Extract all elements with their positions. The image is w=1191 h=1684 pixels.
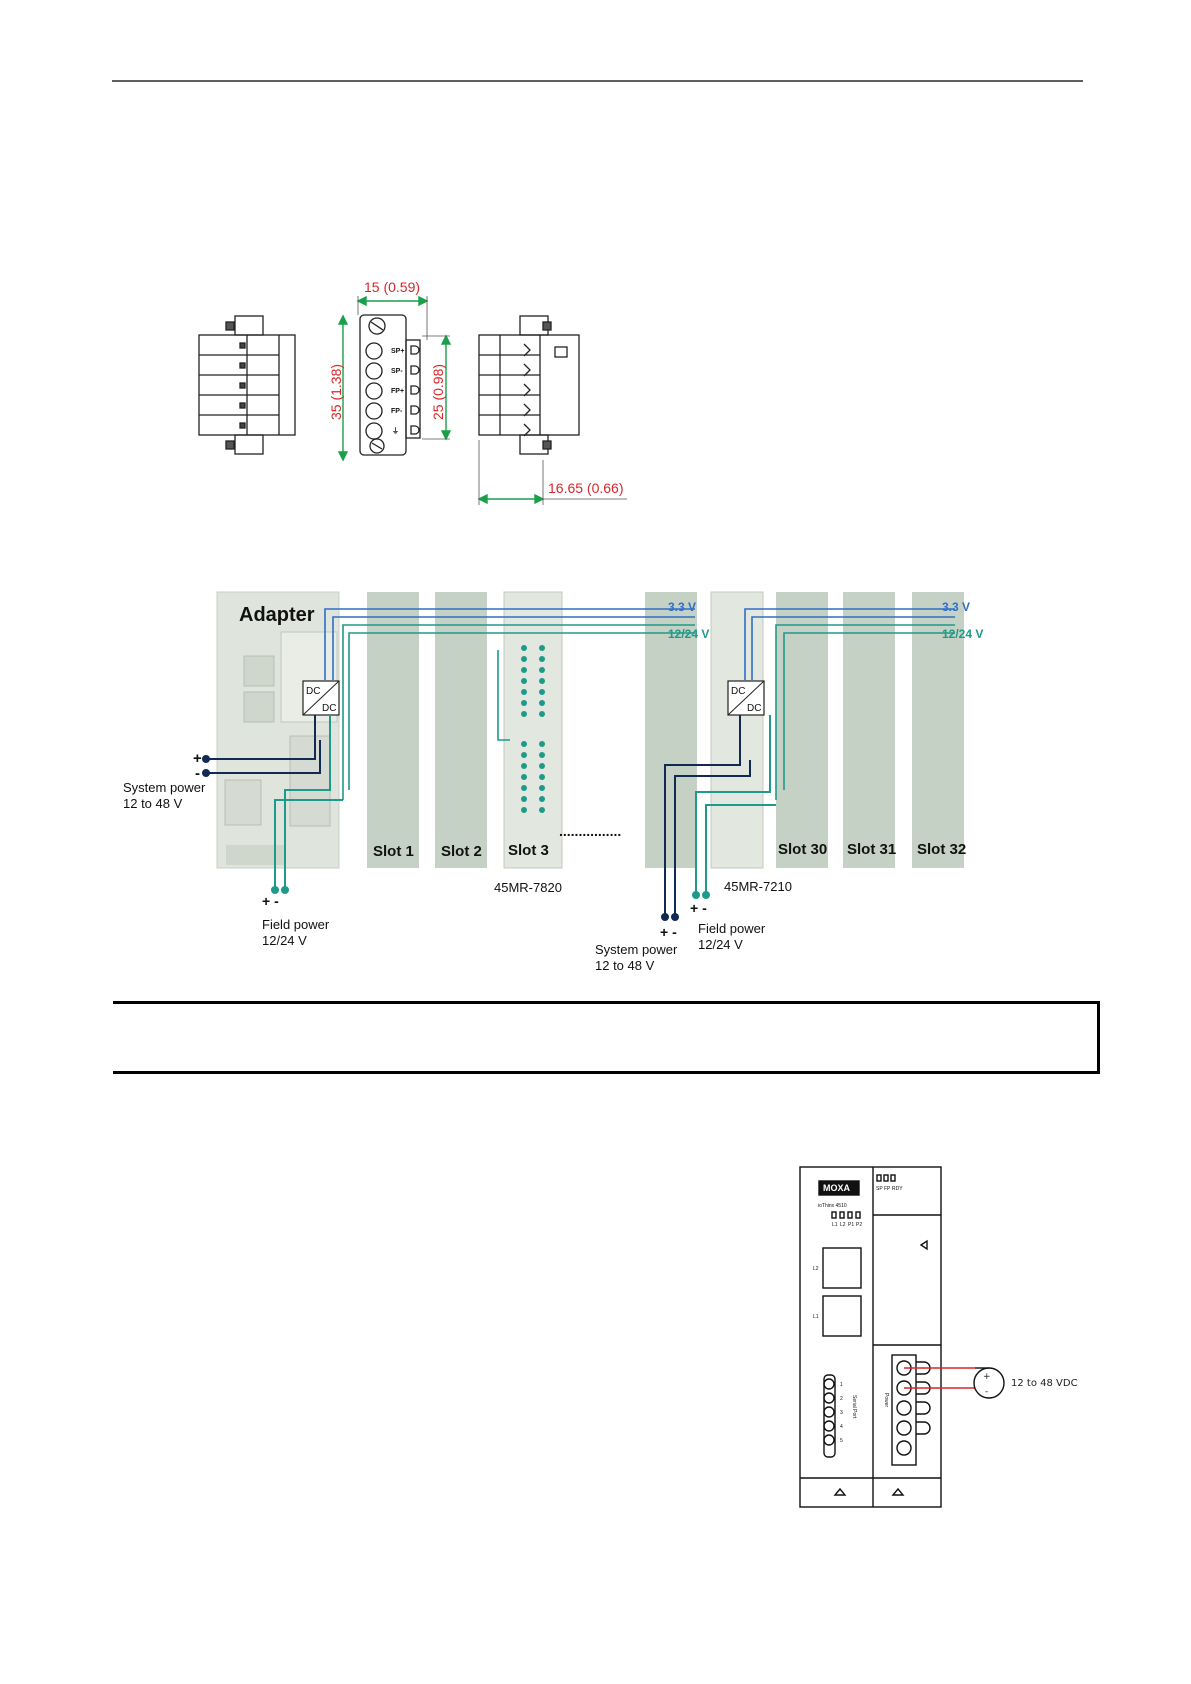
slot-2-bar <box>435 592 487 868</box>
adapter-system-plus-terminal <box>202 755 210 763</box>
connector-left-view <box>198 315 296 455</box>
module-system-plus-terminal <box>661 913 669 921</box>
module-7210-wiring <box>664 715 776 915</box>
slot-2-label: Slot 2 <box>441 843 482 860</box>
device-power-label: Power <box>883 1393 889 1408</box>
device-model-label: ioThinx 4510 <box>818 1203 847 1209</box>
slot-3-label: Slot 3 <box>508 842 549 859</box>
module-system-power-2: 12 to 48 V <box>595 958 655 973</box>
pin-label-2: SP- <box>391 368 403 375</box>
adapter-field-minus-terminal <box>281 886 289 894</box>
field-power-label-1: Field power <box>262 917 330 932</box>
dcdc-bottom-label: DC <box>322 703 336 714</box>
slot-1-bar <box>367 592 419 868</box>
device-led-l2: L2 <box>840 1222 846 1228</box>
device-led-p1: P1 <box>848 1222 854 1228</box>
dcdc-top-label: DC <box>306 686 320 697</box>
field-power-label-2: 12/24 V <box>262 933 307 948</box>
slot-1-label: Slot 1 <box>373 843 414 860</box>
field-plus-minus-label: + - <box>262 893 279 909</box>
module-7210-label: 45MR-7210 <box>724 879 792 894</box>
slot-31-label: Slot 31 <box>847 841 896 858</box>
device-supply-wiring <box>904 1367 1005 1399</box>
system-minus-label: - <box>195 765 200 782</box>
rail-field <box>342 624 955 800</box>
dcdc-converter-adapter: DC DC <box>302 680 340 716</box>
module-system-plus-minus: + - <box>660 924 677 940</box>
device-led-l1: L1 <box>832 1222 838 1228</box>
adapter-system-minus-terminal <box>202 769 210 777</box>
slot-31-bar <box>843 592 895 868</box>
pin-label-4: FP- <box>391 408 403 415</box>
rail-field-label-a: 12/24 V <box>668 627 709 641</box>
serial-pin-1: 1 <box>840 1382 843 1388</box>
system-plus-label: + <box>193 750 202 767</box>
module-field-power-2: 12/24 V <box>698 937 743 952</box>
module-system-power-1: System power <box>595 942 678 957</box>
dcdc-converter-module: DC DC <box>727 680 765 716</box>
serial-pin-3: 3 <box>840 1410 843 1416</box>
rail-field-label-b: 12/24 V <box>942 627 983 641</box>
adapter-system-power-wiring <box>206 715 343 888</box>
adapter-module <box>216 591 340 869</box>
module-field-minus-terminal <box>702 891 710 899</box>
module-field-plus-minus: + - <box>690 900 707 916</box>
slot-30-label: Slot 30 <box>778 841 827 858</box>
connector-front-view <box>359 314 421 456</box>
slot-32-label: Slot 32 <box>917 841 966 858</box>
device-led-sp: SP <box>876 1186 883 1192</box>
adapter-field-plus-terminal <box>271 886 279 894</box>
pin-label-3: FP+ <box>391 388 404 395</box>
dimension-height: 35 (1.38) <box>328 364 344 420</box>
rail-3v3-label-a: 3.3 V <box>668 600 696 614</box>
dcdc-top-label-2: DC <box>731 686 745 697</box>
serial-pin-2: 2 <box>840 1396 843 1402</box>
serial-pin-4: 4 <box>840 1424 843 1430</box>
device-brand-logo: MOXA <box>823 1183 851 1193</box>
supply-plus-sign: + <box>983 1372 991 1382</box>
device-drawing <box>799 1166 942 1508</box>
slot-30-module <box>710 591 764 869</box>
note-box <box>113 1001 1100 1074</box>
dimension-lines <box>337 295 627 505</box>
device-port-l2: L2 <box>813 1266 819 1272</box>
device-led-rdy: RDY <box>892 1186 903 1192</box>
dimension-pitch-height: 25 (0.98) <box>430 364 446 420</box>
slot-32-bar <box>912 592 964 868</box>
slot-ellipsis: ................ <box>559 823 621 839</box>
adapter-label: Adapter <box>239 604 315 626</box>
module-system-minus-terminal <box>671 913 679 921</box>
connector-right-view <box>478 315 580 455</box>
system-power-label-2: 12 to 48 V <box>123 796 183 811</box>
slot-gap-bar <box>645 592 697 868</box>
device-led-p2: P2 <box>856 1222 862 1228</box>
ground-pin-label: ⏚ <box>392 427 399 435</box>
device-port-l1: L1 <box>813 1314 819 1320</box>
module-field-plus-terminal <box>692 891 700 899</box>
pin-label-1: SP+ <box>391 348 404 355</box>
rail-3v3-label-b: 3.3 V <box>942 600 970 614</box>
supply-minus-sign: - <box>985 1387 988 1397</box>
system-power-label-1: System power <box>123 780 206 795</box>
dcdc-bottom-label-2: DC <box>747 703 761 714</box>
rail-3v3 <box>324 608 955 680</box>
module-7820-terminals <box>521 645 545 813</box>
slot-3-module <box>503 591 563 869</box>
module-7820-label: 45MR-7820 <box>494 880 562 895</box>
dimension-width: 15 (0.59) <box>364 279 420 295</box>
supply-voltage-label: 12 to 48 VDC <box>1011 1378 1078 1389</box>
dimension-depth: 16.65 (0.66) <box>548 480 624 496</box>
module-field-power-1: Field power <box>698 921 766 936</box>
device-led-fp: FP <box>884 1186 891 1192</box>
serial-pin-5: 5 <box>840 1438 843 1444</box>
power-wiring-diagram: Adapter <box>123 591 983 973</box>
device-serial-label: Serial Port <box>851 1395 857 1419</box>
connector-drawing: SP+ SP- FP+ FP- ⏚ <box>198 279 627 505</box>
